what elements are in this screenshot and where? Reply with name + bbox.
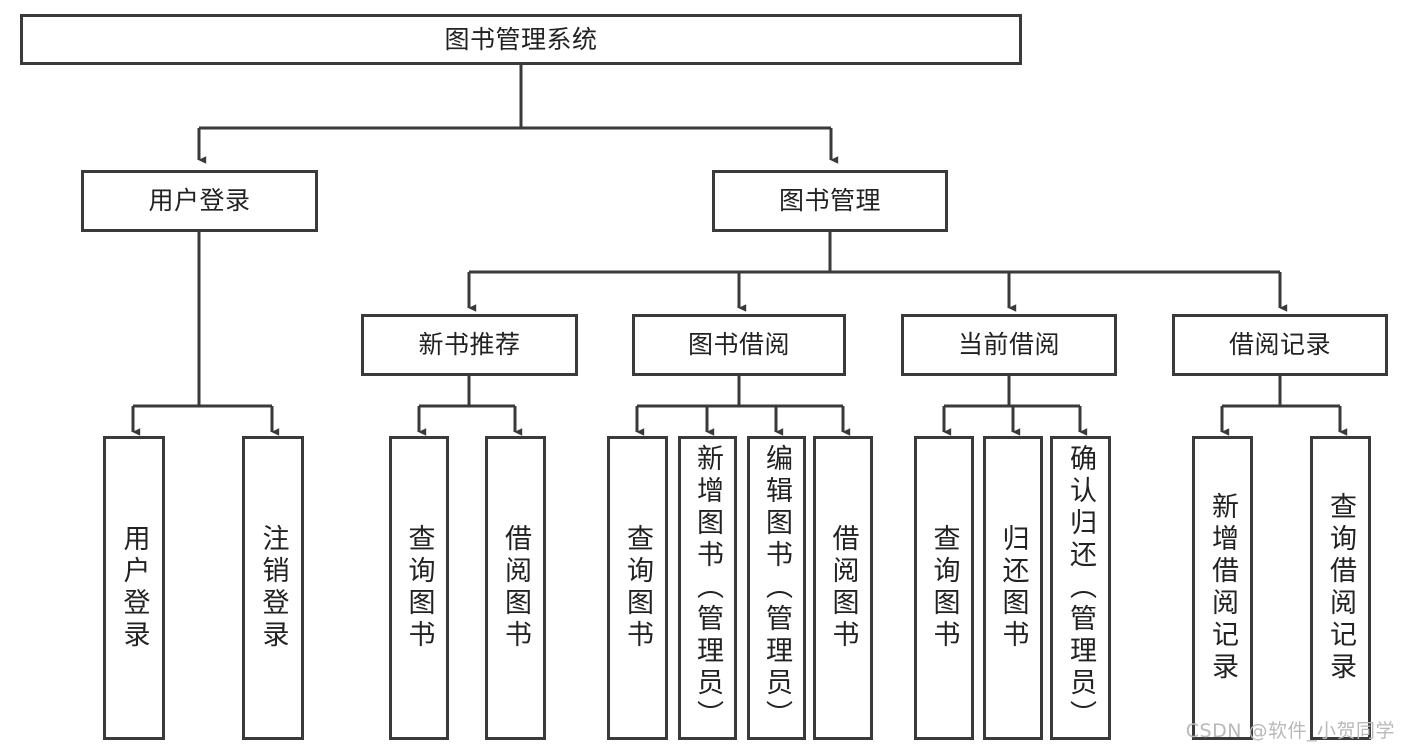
node-book-borrow[interactable]: 图书借阅 bbox=[632, 314, 846, 376]
node-leaf-query-book-current-label: 查询图书 bbox=[928, 524, 960, 652]
node-leaf-confirm-return-admin[interactable]: 确认归还（管理员） bbox=[1050, 436, 1111, 740]
node-leaf-return-book-label: 归还图书 bbox=[997, 524, 1029, 652]
node-new-book-recommend[interactable]: 新书推荐 bbox=[361, 314, 578, 376]
node-user-login[interactable]: 用户登录 bbox=[81, 170, 318, 232]
node-leaf-add-book-admin[interactable]: 新增图书（管理员） bbox=[678, 436, 737, 740]
node-borrow-record[interactable]: 借阅记录 bbox=[1172, 314, 1388, 376]
node-leaf-logout-label: 注销登录 bbox=[257, 524, 289, 652]
node-leaf-query-borrow-record-label: 查询借阅记录 bbox=[1325, 492, 1356, 684]
node-leaf-edit-book-admin[interactable]: 编辑图书（管理员） bbox=[747, 436, 806, 740]
node-leaf-borrow-book-recommend-label: 借阅图书 bbox=[500, 524, 531, 652]
node-leaf-add-borrow-record[interactable]: 新增借阅记录 bbox=[1192, 436, 1253, 740]
node-leaf-query-book-recommend-label: 查询图书 bbox=[403, 524, 435, 652]
node-leaf-borrow-book-label: 借阅图书 bbox=[827, 524, 859, 652]
node-root-label: 图书管理系统 bbox=[444, 24, 598, 54]
node-current-borrow-label: 当前借阅 bbox=[957, 330, 1060, 359]
node-leaf-query-book-current[interactable]: 查询图书 bbox=[914, 436, 974, 740]
node-leaf-confirm-return-admin-label: 确认归还（管理员） bbox=[1065, 444, 1096, 732]
node-leaf-logout[interactable]: 注销登录 bbox=[242, 436, 304, 740]
node-leaf-user-login-label: 用户登录 bbox=[118, 524, 150, 652]
watermark: CSDN @软件_小贺同学 bbox=[1185, 720, 1395, 742]
node-book-borrow-label: 图书借阅 bbox=[687, 330, 790, 359]
node-book-manage-label: 图书管理 bbox=[778, 186, 881, 215]
node-leaf-add-borrow-record-label: 新增借阅记录 bbox=[1207, 492, 1238, 684]
node-leaf-query-book-borrow-label: 查询图书 bbox=[622, 524, 653, 652]
node-leaf-add-book-admin-label: 新增图书（管理员） bbox=[692, 444, 723, 732]
node-current-borrow[interactable]: 当前借阅 bbox=[901, 314, 1117, 376]
node-leaf-borrow-book-recommend[interactable]: 借阅图书 bbox=[485, 436, 546, 740]
node-borrow-record-label: 借阅记录 bbox=[1228, 330, 1331, 359]
node-leaf-query-book-recommend[interactable]: 查询图书 bbox=[389, 436, 449, 740]
node-leaf-edit-book-admin-label: 编辑图书（管理员） bbox=[761, 444, 792, 732]
node-leaf-user-login[interactable]: 用户登录 bbox=[103, 436, 165, 740]
node-user-login-label: 用户登录 bbox=[148, 186, 251, 215]
node-leaf-return-book[interactable]: 归还图书 bbox=[983, 436, 1043, 740]
node-leaf-query-book-borrow[interactable]: 查询图书 bbox=[607, 436, 668, 740]
node-leaf-borrow-book[interactable]: 借阅图书 bbox=[813, 436, 873, 740]
node-new-book-recommend-label: 新书推荐 bbox=[418, 330, 521, 359]
node-leaf-query-borrow-record[interactable]: 查询借阅记录 bbox=[1310, 436, 1371, 740]
node-book-manage[interactable]: 图书管理 bbox=[712, 170, 948, 232]
node-root[interactable]: 图书管理系统 bbox=[20, 14, 1022, 65]
